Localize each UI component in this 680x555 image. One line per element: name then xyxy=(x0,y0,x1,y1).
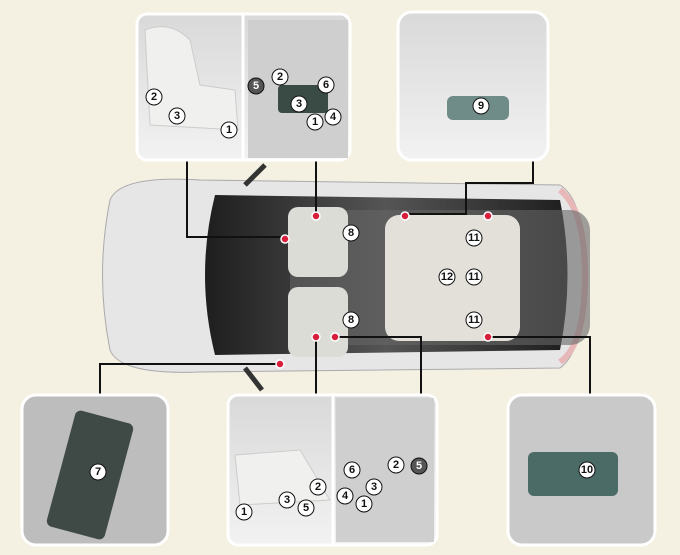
callout-number: 3 xyxy=(174,110,180,122)
callout-number: 5 xyxy=(303,502,309,514)
callout-number: 1 xyxy=(226,124,232,136)
callout-number: 11 xyxy=(468,314,480,326)
callout-number: 11 xyxy=(468,271,480,283)
callout-number: 2 xyxy=(315,481,321,493)
callout-number: 11 xyxy=(468,232,480,244)
callout-number: 10 xyxy=(581,464,593,476)
callout-numbers: 1 2 3 1 2 3 4 5 6 9 7 1 2 3 5 1 2 3 4 5 … xyxy=(89,68,596,521)
callout-number: 1 xyxy=(361,498,367,510)
callout-number: 5 xyxy=(253,80,259,92)
panel-door xyxy=(20,393,170,547)
callout-number: 9 xyxy=(478,100,484,112)
callout-number: 2 xyxy=(151,91,157,103)
callout-number: 8 xyxy=(348,314,354,326)
car-top-view xyxy=(102,163,590,392)
callout-number: 2 xyxy=(277,71,283,83)
callout-number: 4 xyxy=(342,490,349,502)
callout-number: 3 xyxy=(296,98,302,110)
callout-number: 2 xyxy=(393,459,399,471)
callout-number: 12 xyxy=(441,271,453,283)
callout-number: 3 xyxy=(284,494,290,506)
callout-number: 6 xyxy=(349,464,355,476)
callout-number: 4 xyxy=(330,111,337,123)
leader-lines xyxy=(99,160,591,395)
callout-number: 8 xyxy=(348,227,354,239)
callout-number: 1 xyxy=(312,116,318,128)
panel-passenger-seat xyxy=(226,393,439,547)
panel-rear-release xyxy=(396,10,550,162)
callout-number: 6 xyxy=(323,79,329,91)
location-markers xyxy=(275,211,493,369)
callout-number: 3 xyxy=(371,481,377,493)
callout-number: 7 xyxy=(95,466,101,478)
callout-number: 5 xyxy=(416,460,422,472)
callout-number: 1 xyxy=(241,506,247,518)
